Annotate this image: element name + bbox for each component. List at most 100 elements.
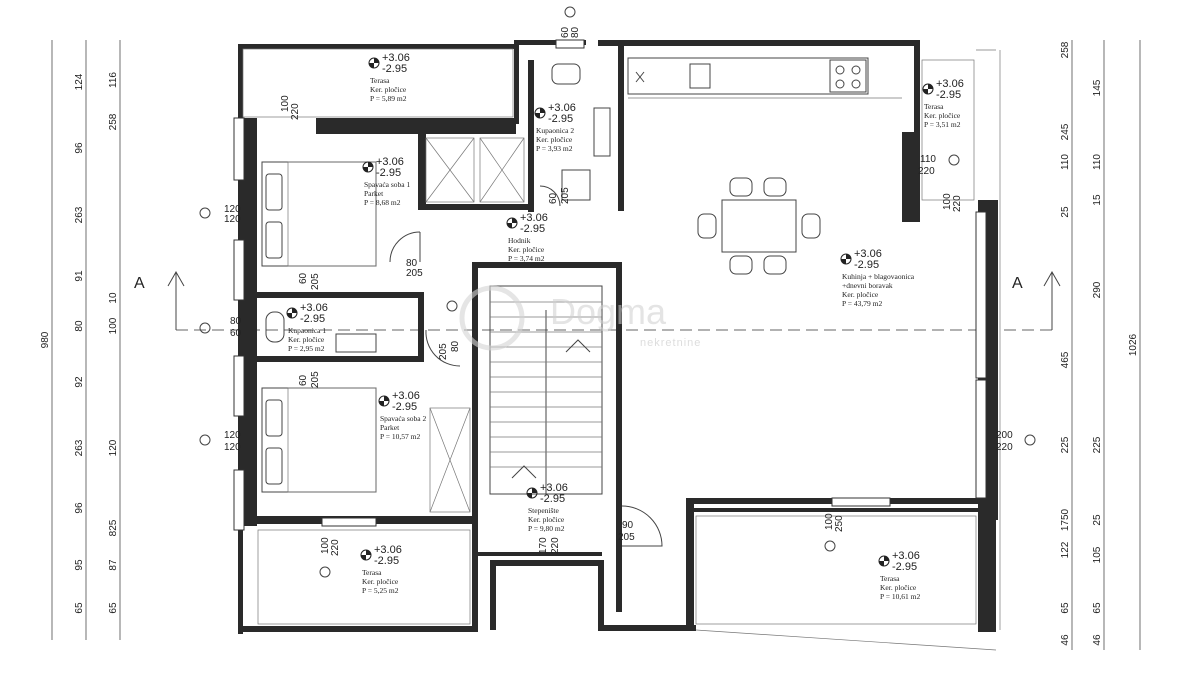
open-right-top-b: 220 [918,166,935,177]
room-level_up: +3.06 [392,390,420,402]
door-bath1-a: 80 [450,340,461,352]
room-area: P = 3,51 m2 [924,120,961,129]
level-symbol-fill [879,556,889,566]
dim-right-12: 105 [1092,546,1103,563]
open-right-mid-a: 200 [996,430,1013,441]
open-bottom-right-a: 100 [824,513,835,530]
dim-right-4: 110 [1092,154,1103,170]
door-bottom-a: 170 [538,537,549,554]
room-area: P = 43,79 m2 [842,299,882,308]
door-bed2-b: 205 [310,371,321,388]
opening-labels: 100 220 60 80 120 120 80 60 120 120 60 2… [224,26,1013,556]
door-bath2-a: 60 [548,192,559,204]
open-left3-b: 120 [224,442,241,453]
room-finish: Ker. pločice [362,577,399,586]
room-finish: Ker. pločice [536,135,573,144]
open-right-top2-a: 100 [942,193,953,210]
level-symbol-fill [923,84,933,94]
dim-left-1: 124 [74,73,85,90]
door-bath2-b: 205 [560,187,571,204]
dim-left2-1: 116 [108,72,119,88]
dim-left-5: 80 [74,320,85,332]
dim-left2-5: 120 [108,439,119,456]
room-name2: +dnevni boravak [842,281,893,290]
dim-right-10: 25 [1092,514,1103,526]
level-symbol-fill [507,218,517,228]
door-hall-a: 80 [406,258,418,269]
watermark: Dogma nekretnine [459,285,701,351]
room-name: Terasa [924,102,944,111]
door-bath1-b: 205 [438,343,449,360]
room-level_down: -2.95 [540,493,565,505]
dim-right-7: 290 [1092,281,1103,298]
dim-right-total: 1026 [1128,333,1139,356]
watermark-sub: nekretnine [640,337,701,349]
room-level_up: +3.06 [382,52,410,64]
room-finish: Ker. pločice [842,290,879,299]
room-level_down: -2.95 [392,401,417,413]
room-level_down: -2.95 [854,259,879,271]
door-bed1-a: 60 [298,272,309,284]
dim-left-total: 980 [40,331,51,348]
dim-left2-8: 65 [108,602,119,614]
dim-right-6: 25 [1060,206,1071,218]
dim-left2-7: 87 [108,559,119,571]
open-left2-a: 80 [230,316,242,327]
watermark-name: Dogma [550,291,667,332]
level-symbol-fill [527,488,537,498]
door-bottom-b: 220 [550,537,561,554]
dim-left-6: 92 [74,376,85,388]
room-level_down: -2.95 [936,89,961,101]
room-area: P = 8,68 m2 [364,198,401,207]
open-top-bath-b: 80 [570,26,581,38]
room-area: P = 5,89 m2 [370,94,407,103]
dim-left-7: 263 [74,439,85,456]
dim-right-11: 122 [1060,541,1071,558]
dim-right2-5: 225 [1060,436,1071,453]
open-left1-a: 120 [224,204,241,215]
dim-right-8: 465 [1060,351,1071,368]
section-line: A A [134,270,1061,331]
staircase [489,285,603,495]
room-finish: Ker. pločice [880,583,917,592]
dim-right-3: 245 [1060,123,1071,140]
interior-lines [242,48,1001,651]
room-level_up: +3.06 [548,102,576,114]
room-level_up: +3.06 [374,544,402,556]
room-area: P = 9,80 m2 [528,524,565,533]
room-level_up: +3.06 [540,482,568,494]
left-dimension-chain: 980 124 96 263 91 80 92 263 96 95 65 116… [40,40,121,640]
level-symbol-fill [361,550,371,560]
open-bottom-left-b: 220 [330,539,341,556]
bathroom-fixtures [265,63,611,353]
room-area: P = 5,25 m2 [362,586,399,595]
open-left1-b: 120 [224,214,241,225]
door-stair-a: 90 [622,520,634,531]
room-level_up: +3.06 [300,302,328,314]
room-level_up: +3.06 [936,78,964,90]
open-left2-b: 60 [230,328,242,339]
room-level_down: -2.95 [892,561,917,573]
level-symbol-fill [369,58,379,68]
door-hall-b: 205 [406,268,423,279]
room-finish: Ker. pločice [528,515,565,524]
room-area: P = 10,61 m2 [880,592,920,601]
room-name: Stepenište [528,506,559,515]
room-level_down: -2.95 [548,113,573,125]
dim-right-13: 65 [1092,602,1103,614]
level-symbol-fill [535,108,545,118]
door-swings [389,185,663,547]
room-area: P = 2,95 m2 [288,344,325,353]
dim-left-3: 263 [74,206,85,223]
open-top-left-a: 100 [280,95,291,112]
dim-right-5: 15 [1092,194,1103,206]
door-bed1-b: 205 [310,273,321,290]
open-right-top-a: 110 [920,154,936,165]
open-right-top2-b: 220 [952,195,963,212]
bed-1 [261,161,377,267]
